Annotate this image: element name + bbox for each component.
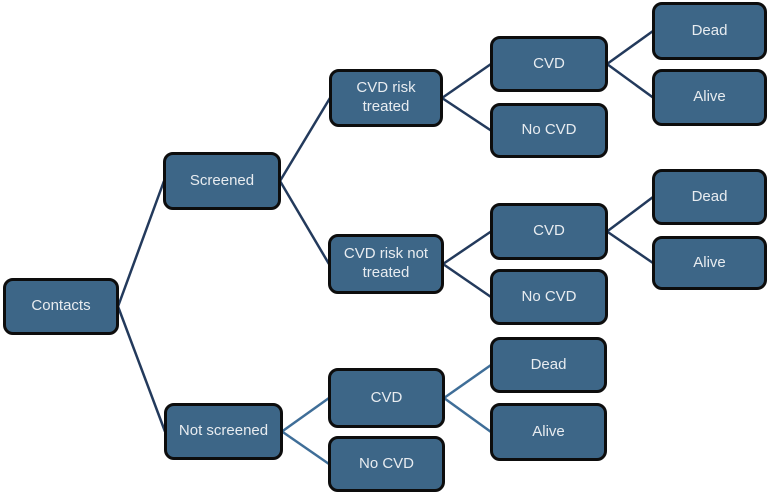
- edge-cvd_risk_not_treated-to-untreated_cvd: [442, 230, 492, 266]
- edge-screened-to-cvd_risk_treated: [278, 97, 332, 182]
- node-label: Dead: [691, 187, 728, 205]
- edge-unscreened_cvd-to-unscreened_cvd_alive: [443, 396, 492, 434]
- edge-unscreened_cvd-to-unscreened_cvd_dead: [443, 363, 492, 400]
- node-label: CVD: [533, 222, 565, 240]
- node-label: CVD: [370, 388, 403, 406]
- node-untreated-cvd-alive: Alive: [652, 236, 767, 290]
- node-label: Contacts: [31, 297, 91, 315]
- edge-untreated_cvd-to-untreated_cvd_dead: [606, 196, 654, 233]
- node-label: Screened: [189, 171, 255, 189]
- node-treated-cvd-dead: Dead: [652, 2, 767, 60]
- node-label: CVD risk treated: [356, 79, 416, 115]
- edge-not_screened-to-unscreened_cvd: [281, 396, 330, 433]
- node-label: Not screened: [178, 422, 269, 440]
- edge-untreated_cvd-to-untreated_cvd_alive: [606, 230, 654, 265]
- edge-not_screened-to-unscreened_no_cvd: [281, 430, 330, 466]
- node-unscreened-cvd: CVD: [328, 368, 445, 428]
- node-label: No CVD: [358, 454, 414, 472]
- node-label: No CVD: [521, 121, 577, 139]
- node-treated-no-cvd: No CVD: [490, 103, 608, 158]
- node-label: Alive: [693, 88, 726, 106]
- node-label: CVD: [533, 54, 565, 72]
- node-label: CVD risk not treated: [343, 245, 429, 281]
- node-treated-cvd-alive: Alive: [652, 69, 767, 126]
- node-label: Dead: [530, 355, 567, 373]
- node-unscreened-no-cvd: No CVD: [328, 436, 445, 492]
- edge-contacts-to-not_screened: [116, 306, 167, 432]
- edge-screened-to-cvd_risk_not_treated: [278, 180, 331, 265]
- edge-contacts-to-screened: [116, 180, 166, 307]
- node-unscreened-cvd-alive: Alive: [490, 403, 607, 461]
- edge-cvd_risk_treated-to-treated_cvd: [441, 62, 492, 100]
- edge-cvd_risk_treated-to-treated_no_cvd: [441, 96, 492, 132]
- node-untreated-cvd: CVD: [490, 203, 608, 260]
- node-label: Alive: [693, 253, 726, 271]
- node-untreated-no-cvd: No CVD: [490, 269, 608, 325]
- node-contacts: Contacts: [3, 278, 119, 335]
- edge-cvd_risk_not_treated-to-untreated_no_cvd: [442, 262, 492, 299]
- node-screened: Screened: [163, 152, 281, 210]
- edge-treated_cvd-to-treated_cvd_dead: [606, 29, 654, 66]
- edge-treated_cvd-to-treated_cvd_alive: [606, 62, 654, 99]
- node-untreated-cvd-dead: Dead: [652, 169, 767, 225]
- node-label: Alive: [532, 422, 565, 440]
- node-unscreened-cvd-dead: Dead: [490, 337, 607, 393]
- node-cvd-risk-not-treated: CVD risk not treated: [328, 234, 444, 294]
- node-cvd-risk-treated: CVD risk treated: [329, 69, 443, 127]
- node-not-screened: Not screened: [164, 403, 283, 460]
- node-treated-cvd: CVD: [490, 36, 608, 92]
- node-label: Dead: [691, 21, 728, 39]
- node-label: No CVD: [521, 287, 577, 305]
